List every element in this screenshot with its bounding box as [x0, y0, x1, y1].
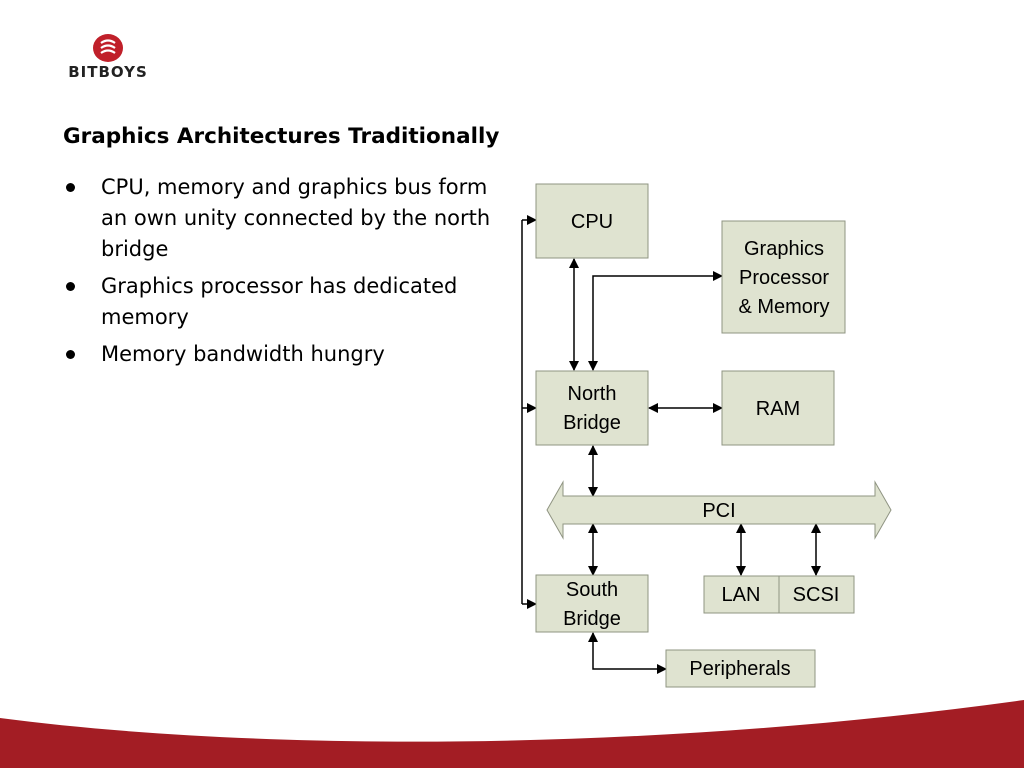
pci-bus-arrow — [546, 480, 892, 540]
south-bridge-label-1: South — [566, 579, 618, 601]
scsi-box — [778, 575, 855, 614]
graphics-label-3: & Memory — [738, 296, 829, 318]
bullet-item: CPU, memory and graphics bus form an own… — [62, 172, 492, 265]
bullet-item: Graphics processor has dedicated memory — [62, 271, 492, 333]
lan-label: LAN — [722, 584, 761, 606]
bullet-list: CPU, memory and graphics bus form an own… — [62, 172, 492, 376]
north-bridge-label-2: Bridge — [563, 412, 621, 434]
arrow-south-bridge-peripherals — [588, 632, 667, 674]
ram-box — [721, 370, 835, 446]
logo-mark-icon — [93, 34, 123, 62]
bullet-item: Memory bandwidth hungry — [62, 339, 492, 370]
cpu-box — [535, 183, 649, 259]
bullet-text: Memory bandwidth hungry — [101, 342, 385, 366]
bitboys-logo: BITBOYS — [62, 32, 154, 81]
cpu-label: CPU — [571, 211, 613, 233]
pci-label: PCI — [702, 500, 735, 522]
peripherals-box — [665, 649, 816, 688]
north-bridge-label-1: North — [568, 383, 617, 405]
graphics-box — [721, 220, 846, 334]
slide-title: Graphics Architectures Traditionally — [63, 124, 500, 149]
peripherals-label: Peripherals — [689, 658, 790, 680]
arrow-north-bridge-graphics — [588, 271, 723, 371]
logo-text: BITBOYS — [68, 63, 148, 81]
bullet-dot-icon — [66, 183, 75, 192]
south-bridge-box — [535, 574, 649, 633]
north-bridge-box — [535, 370, 649, 446]
south-bridge-label-2: Bridge — [563, 608, 621, 630]
ram-label: RAM — [756, 398, 800, 420]
graphics-label-1: Graphics — [744, 238, 824, 260]
bullet-dot-icon — [66, 350, 75, 359]
bullet-dot-icon — [66, 282, 75, 291]
scsi-label: SCSI — [793, 584, 840, 606]
bullet-text: CPU, memory and graphics bus form an own… — [101, 175, 491, 261]
connectors — [521, 215, 821, 674]
bullet-text: Graphics processor has dedicated memory — [101, 274, 458, 329]
graphics-label-2: Processor — [739, 267, 829, 289]
